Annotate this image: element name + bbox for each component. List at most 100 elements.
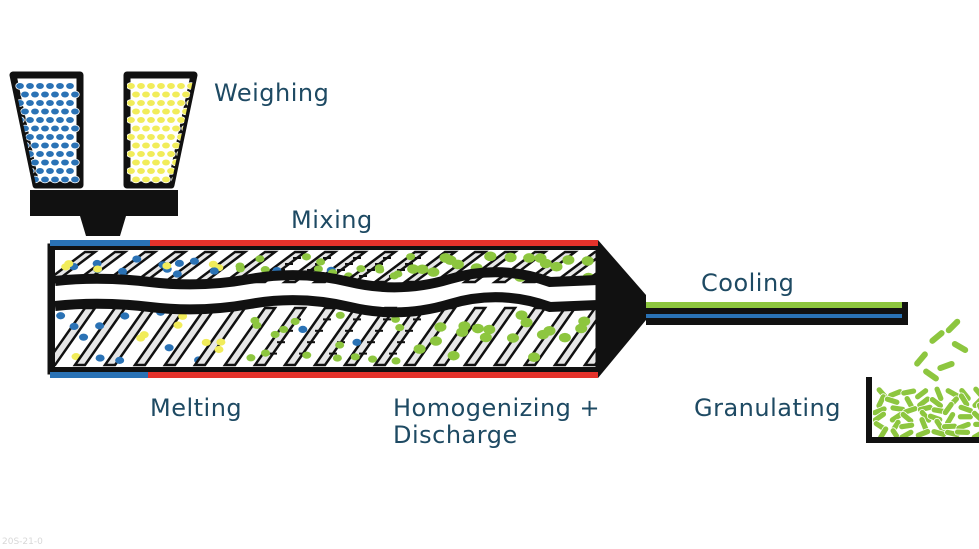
blue-pellet: [65, 116, 75, 124]
blue-pellet: [60, 124, 70, 133]
yellow-pellet: [127, 82, 136, 90]
label-discharge: Discharge: [393, 421, 518, 449]
yellow-pellet: [127, 150, 136, 158]
blue-pellet: [50, 175, 60, 184]
yellow-pellet: [156, 167, 166, 175]
material-blob: [174, 259, 184, 267]
yellow-pellet: [156, 82, 166, 90]
yellow-pellet: [141, 124, 151, 133]
yellow-pellet: [166, 133, 176, 141]
yellow-pellet: [176, 99, 186, 107]
material-blob: [643, 271, 655, 281]
material-blob: [391, 315, 401, 323]
yellow-pellet: [176, 82, 186, 90]
granule: [898, 421, 916, 431]
material-blob: [178, 312, 188, 320]
granule: [929, 396, 944, 410]
material-blob: [520, 317, 533, 328]
barrel-heater-bottom-blue: [50, 372, 148, 378]
material-blob: [56, 312, 66, 320]
granule: [945, 318, 961, 334]
blue-pellet: [45, 116, 55, 124]
yellow-pellet: [156, 99, 166, 107]
extruder-barrel: [47, 240, 656, 378]
yellow-pellet: [181, 158, 191, 167]
falling-granules: [914, 318, 969, 382]
yellow-pellet: [151, 175, 161, 184]
material-blob: [335, 311, 345, 319]
material-blob: [550, 261, 563, 272]
blue-pellet: [50, 141, 60, 150]
yellow-pellet: [171, 107, 181, 116]
material-blob: [642, 355, 654, 365]
granule: [889, 427, 902, 437]
material-blob: [173, 321, 183, 329]
blue-pellet: [25, 99, 35, 107]
yellow-pellet: [131, 141, 141, 150]
yellow-pellet: [127, 167, 136, 175]
material-blob: [172, 270, 182, 278]
material-blob: [216, 338, 226, 346]
blue-pellet: [25, 82, 35, 90]
blue-pellet: [25, 116, 35, 124]
material-blob: [644, 263, 656, 273]
material-blob: [350, 353, 360, 361]
material-blob: [534, 253, 547, 263]
yellow-pellet: [136, 82, 146, 90]
material-blob: [434, 322, 447, 332]
yellow-pellet: [136, 167, 146, 175]
material-blob: [416, 264, 429, 275]
yellow-pellet: [146, 99, 156, 107]
screw-flight: [222, 306, 278, 367]
blue-pellet: [35, 99, 45, 107]
blue-pellet: [20, 107, 30, 116]
material-blob: [95, 322, 105, 330]
material-blob: [118, 267, 128, 275]
yellow-pellet: [146, 116, 156, 124]
material-blob: [270, 330, 280, 339]
material-blob: [451, 259, 464, 270]
material-blob: [115, 356, 125, 364]
blue-pellet: [70, 141, 80, 150]
blue-pellet: [60, 107, 70, 116]
barrel-heater-top-blue: [50, 240, 150, 246]
barrel-heater-bottom-red: [148, 372, 598, 378]
granule: [914, 428, 932, 437]
blue-pellet: [30, 158, 40, 167]
material-blob: [528, 352, 541, 362]
material-blob: [301, 253, 311, 261]
blue-pellet: [15, 150, 25, 158]
blue-pellet: [70, 107, 80, 116]
yellow-pellet: [171, 124, 181, 133]
material-blob: [406, 253, 416, 261]
material-blob: [208, 260, 218, 268]
material-blob: [375, 266, 385, 274]
label-weighing: Weighing: [214, 79, 330, 107]
granule: [914, 351, 928, 367]
yellow-pellet: [161, 158, 171, 167]
yellow-pellet: [166, 99, 176, 107]
material-blob: [93, 265, 103, 273]
blue-pellet: [55, 99, 65, 107]
blue-pellet: [65, 82, 75, 90]
blue-pellet: [60, 90, 70, 99]
yellow-pellet: [136, 150, 146, 158]
material-blob: [260, 266, 270, 274]
granule: [972, 385, 979, 401]
yellow-pellet: [141, 175, 151, 184]
granule: [954, 428, 971, 436]
granule: [923, 368, 939, 382]
material-blob: [429, 336, 442, 346]
yellow-pellet: [146, 82, 156, 90]
yellow-pellet: [186, 150, 194, 158]
blue-pellet: [60, 158, 70, 167]
blue-pellet: [45, 82, 55, 90]
granule: [929, 330, 945, 344]
material-blob: [581, 256, 594, 266]
material-blob: [407, 264, 420, 274]
screw-flight: [582, 344, 598, 367]
yellow-pellet: [127, 99, 136, 107]
blue-pellet: [55, 167, 65, 175]
granule: [941, 422, 958, 431]
material-blob: [79, 333, 89, 341]
